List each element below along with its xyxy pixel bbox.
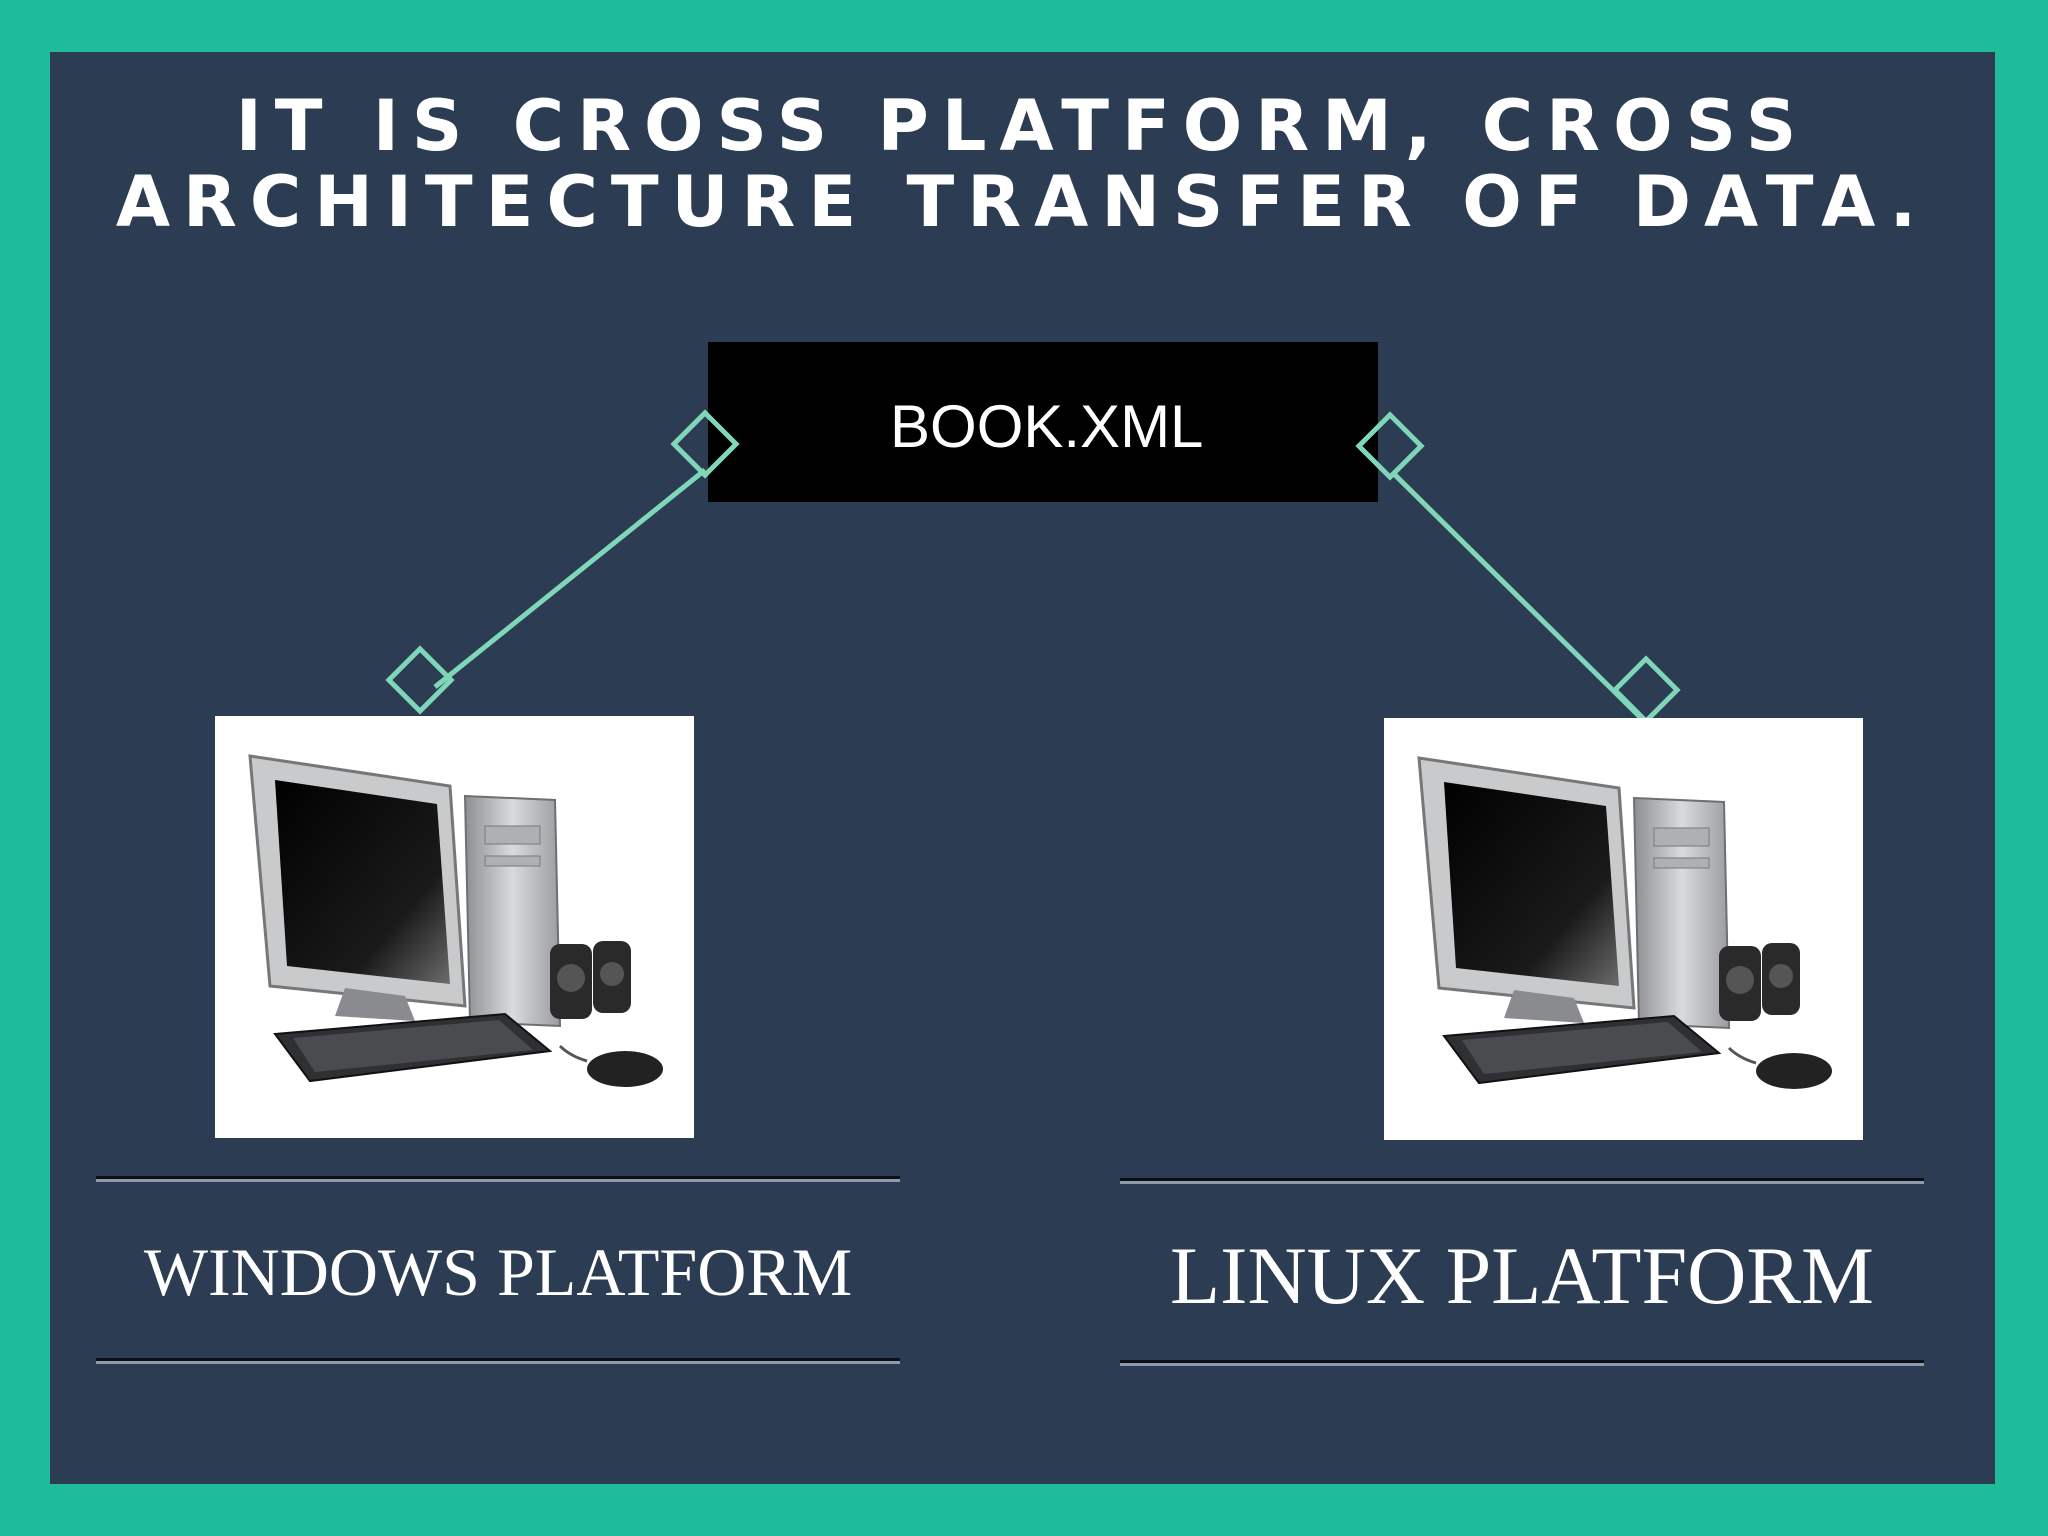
connector-left-top-diamond <box>670 409 740 479</box>
desktop-computer-icon <box>1417 756 1832 1089</box>
windows-top-rule <box>96 1176 900 1179</box>
windows-platform-label: WINDOWS PLATFORM <box>143 1234 853 1310</box>
desktop-computer-icon <box>248 754 663 1087</box>
file-box <box>708 342 1378 502</box>
title-line-1: IT IS CROSS PLATFORM, CROSS <box>235 85 1810 167</box>
connector-right-line <box>1390 470 1647 724</box>
linux-top-rule <box>1120 1178 1924 1181</box>
title-line-2: ARCHITECTURE TRANSFER OF DATA. <box>115 161 1930 243</box>
connector-right-top-diamond <box>1355 411 1425 481</box>
file-label: BOOK.XML <box>890 393 1204 460</box>
linux-platform-label: LINUX PLATFORM <box>1170 1230 1874 1321</box>
windows-computer-image <box>215 716 694 1138</box>
connector-lines <box>385 409 1681 725</box>
connector-left-bottom-diamond <box>385 645 455 715</box>
linux-computer-image <box>1384 718 1863 1140</box>
connector-right-bottom-diamond <box>1611 655 1681 725</box>
diagram-canvas: IT IS CROSS PLATFORM, CROSS ARCHITECTURE… <box>50 52 1995 1484</box>
connector-left-line <box>433 468 707 689</box>
linux-bottom-rule <box>1120 1360 1924 1363</box>
windows-bottom-rule <box>96 1358 900 1361</box>
